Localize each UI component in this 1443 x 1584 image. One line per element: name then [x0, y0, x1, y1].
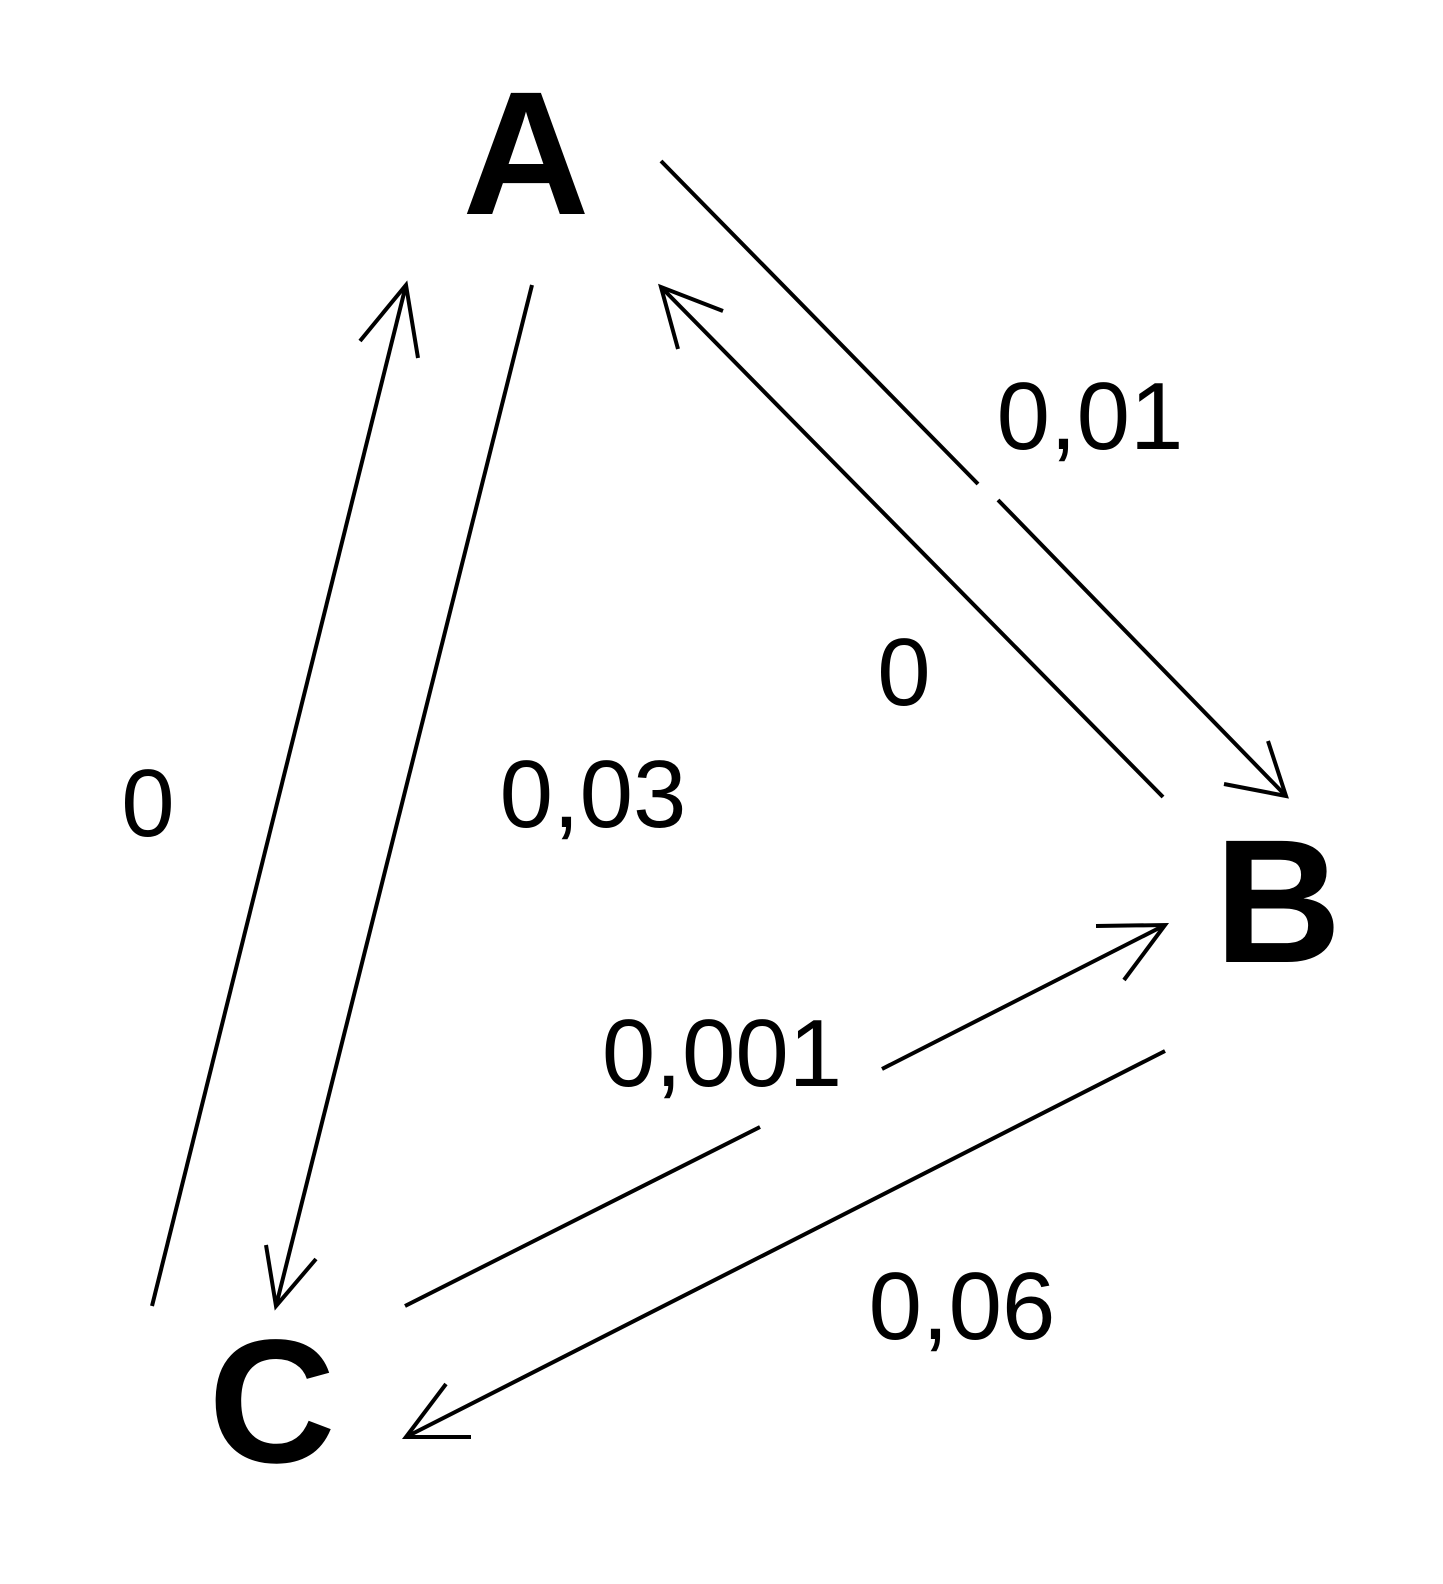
edge-b-to-a [658, 283, 1165, 799]
edge-a-to-c-label: 0,03 [500, 741, 687, 848]
edge-c-to-b-line-2 [881, 923, 1166, 1071]
edge-b-to-a-line [659, 285, 1165, 799]
node-b-label: B [1214, 804, 1341, 1000]
edge-c-to-b-arrowhead [1095, 922, 1170, 982]
edge-c-to-a-line [150, 284, 408, 1307]
edge-a-to-b [659, 159, 1289, 799]
node-a-label: A [462, 56, 589, 252]
edge-b-to-c-arrowhead [401, 1382, 471, 1439]
edge-a-to-c-arrowhead [264, 1244, 318, 1311]
edge-a-to-b-label: 0,01 [997, 363, 1184, 470]
edge-b-to-c-label: 0,06 [869, 1253, 1056, 1360]
edge-b-to-c-line [405, 1049, 1166, 1439]
edge-c-to-a-arrowhead [358, 280, 420, 359]
edge-c-to-b-label: 0,001 [602, 1000, 842, 1107]
edge-a-to-c [264, 284, 534, 1311]
edge-b-to-a-arrowhead [658, 283, 724, 350]
edge-a-to-c-line [274, 284, 534, 1307]
edge-c-to-b [404, 922, 1170, 1308]
edge-a-to-b-arrowhead [1223, 740, 1289, 799]
edge-b-to-a-label: 0 [877, 619, 930, 726]
edge-c-to-a-label: 0 [121, 750, 174, 857]
edge-c-to-a [150, 280, 420, 1307]
edge-c-to-b-line-1 [404, 1125, 761, 1308]
edge-b-to-c [401, 1049, 1166, 1439]
edge-a-to-b-line-2 [996, 498, 1288, 798]
edge-a-to-b-line-1 [659, 159, 980, 486]
node-c-label: C [208, 1304, 335, 1500]
